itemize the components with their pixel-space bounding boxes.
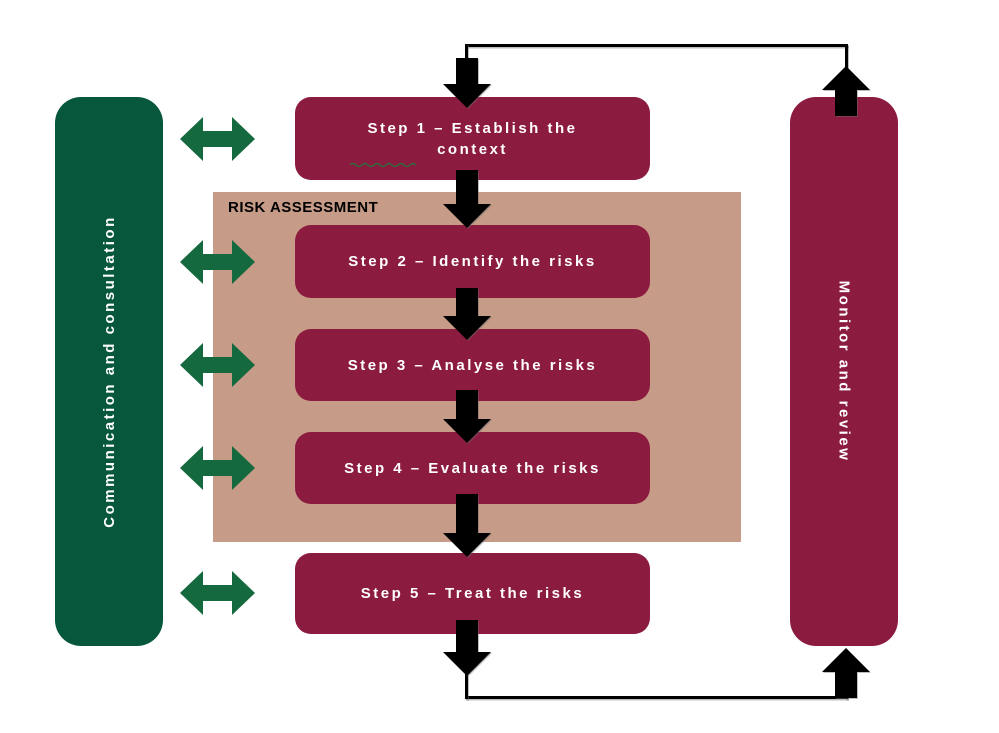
down-arrow-icon-step3-to-step4 — [443, 390, 491, 443]
down-arrow-icon-step4-to-step5 — [443, 494, 491, 557]
bottom-connector-left-vertical-line — [465, 674, 468, 699]
communication-consultation-label: Communication and consultation — [100, 215, 118, 528]
step-1-establish-context-box: Step 1 – Establish the context — [295, 97, 650, 180]
down-arrow-icon-into-step-1 — [443, 58, 491, 108]
step-2-identify-risks-box: Step 2 – Identify the risks — [295, 225, 650, 298]
double-arrow-icon-communication-step2 — [180, 240, 255, 284]
down-arrow-icon-step1-to-step2 — [443, 170, 491, 228]
up-arrow-icon-monitor-top — [822, 66, 870, 116]
double-arrow-icon-communication-step1 — [180, 117, 255, 161]
step-3-label: Step 3 – Analyse the risks — [347, 356, 598, 374]
risk-assessment-label: RISK ASSESSMENT — [228, 199, 379, 216]
step-1-label: Step 1 – Establish the context — [367, 119, 578, 158]
communication-consultation-bar: Communication and consultation — [55, 97, 163, 646]
double-arrow-icon-communication-step5 — [180, 571, 255, 615]
top-connector-left-vertical-line — [465, 44, 468, 62]
step-2-label: Step 2 – Identify the risks — [348, 253, 597, 270]
double-arrow-icon-communication-step3 — [180, 343, 255, 387]
up-arrow-icon-monitor-bottom — [822, 648, 870, 698]
double-arrow-icon-communication-step4 — [180, 446, 255, 490]
monitor-review-label: Monitor and review — [835, 280, 853, 463]
down-arrow-icon-step2-to-step3 — [443, 288, 491, 340]
step-4-label: Step 4 – Evaluate the risks — [344, 459, 601, 477]
step-4-evaluate-risks-box: Step 4 – Evaluate the risks — [295, 432, 650, 504]
top-connector-horizontal-line — [465, 44, 848, 47]
bottom-connector-horizontal-line — [465, 696, 848, 699]
step-3-analyse-risks-box: Step 3 – Analyse the risks — [295, 329, 650, 401]
monitor-review-bar: Monitor and review — [790, 97, 898, 646]
top-connector-right-vertical-line — [845, 44, 848, 68]
step-5-label: Step 5 – Treat the risks — [360, 585, 585, 602]
spellcheck-squiggle-decoration — [349, 152, 418, 173]
down-arrow-icon-out-of-step-5 — [443, 620, 491, 676]
